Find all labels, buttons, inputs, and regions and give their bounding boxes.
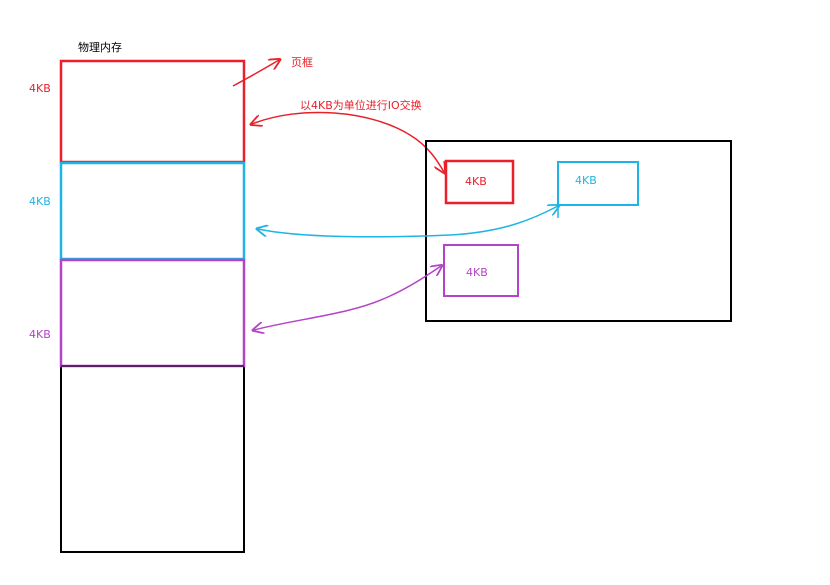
red-swap-arrow	[252, 111, 444, 172]
disk-block-purple-label: 4KB	[466, 266, 488, 279]
io-swap-label: 以4KB为单位进行IO交换	[300, 98, 422, 112]
disk-block-red-label: 4KB	[465, 175, 487, 188]
page-frame-arrow	[232, 60, 279, 87]
disk-block-purple	[443, 244, 519, 297]
memory-frame-purple-label: 4KB	[29, 328, 51, 341]
blue-swap-arrow	[258, 206, 558, 238]
memory-frame-red	[59, 59, 246, 164]
disk-block-blue	[557, 161, 639, 206]
purple-swap-arrow	[254, 266, 441, 330]
page-frame-label: 页框	[291, 56, 313, 69]
disk-block-red	[444, 159, 515, 205]
memory-frame-blue-label: 4KB	[29, 195, 51, 208]
memory-frame-purple	[59, 258, 246, 368]
disk-block-blue-label: 4KB	[575, 174, 597, 187]
memory-title: 物理内存	[78, 40, 122, 54]
memory-frame-blue	[59, 161, 246, 261]
memory-frame-red-label: 4KB	[29, 82, 51, 95]
